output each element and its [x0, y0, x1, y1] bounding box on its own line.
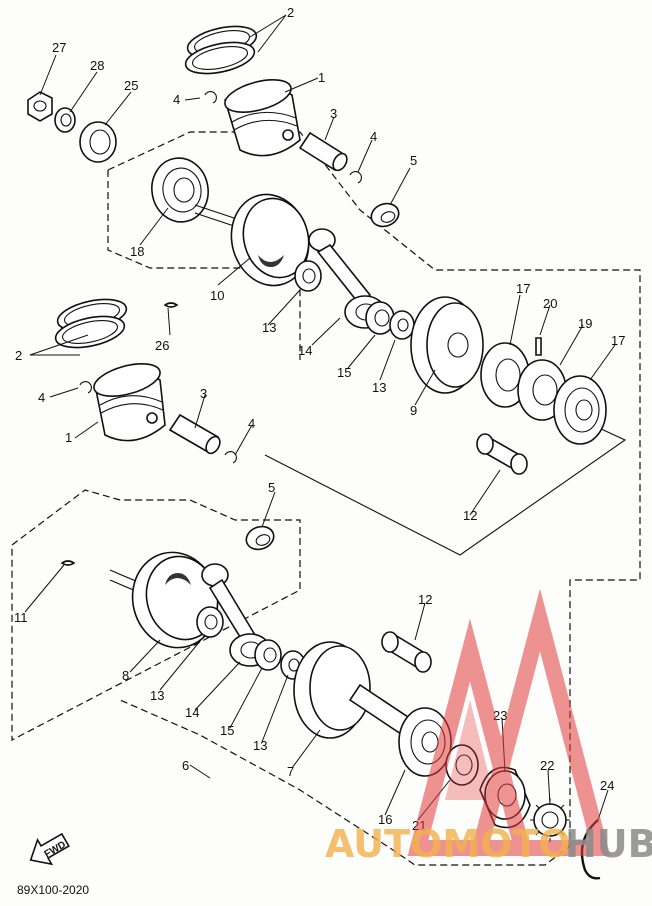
callout-piston-pin-lower: 3 — [200, 386, 207, 401]
callout-labyrinth-seal: 19 — [578, 316, 592, 331]
washer-upper — [54, 107, 76, 133]
crank-wheel-middle — [410, 296, 484, 394]
pin-clip-lower-left — [79, 381, 92, 394]
thrust-washer-upper-2 — [389, 310, 415, 340]
piston-pin-upper — [298, 131, 348, 172]
callout-piston-upper: 1 — [318, 70, 325, 85]
callout-key-upper: 26 — [155, 338, 169, 353]
callout-crankshaft-assy: 6 — [182, 758, 189, 773]
upper-crank-dashed-left — [107, 170, 301, 360]
callout-crank-pin-bearing-upper: 15 — [337, 365, 351, 380]
thrust-washer-upper — [294, 260, 322, 292]
connecting-rod-lower — [201, 563, 271, 667]
callout-connecting-rod-lower: 14 — [185, 705, 199, 720]
callout-thrust-washer-lower: 13 — [150, 688, 164, 703]
callout-crank-wheel-upper: 10 — [210, 288, 224, 303]
callout-crank-wheel-middle: 9 — [410, 403, 417, 418]
callout-piston-lower: 1 — [65, 430, 72, 445]
piston-pin-lower — [168, 413, 221, 455]
key-upper — [163, 302, 179, 308]
callout-bearing-right: 16 — [378, 812, 392, 827]
callout-crank-pin-bearing-lower: 15 — [220, 723, 234, 738]
crank-pin-lower — [381, 631, 432, 673]
piston-rings-upper — [184, 25, 258, 75]
callout-piston-ring-set-upper: 2 — [287, 5, 294, 20]
key-lower — [60, 560, 76, 566]
drawing-code: 89X100-2020 — [17, 883, 89, 897]
callout-center-bearing-right: 17 — [611, 333, 625, 348]
bearing-small-upper — [370, 202, 400, 228]
callout-connecting-rod-upper: 14 — [298, 343, 312, 358]
callout-pin-clip-lower-right: 4 — [248, 416, 255, 431]
crank-pin-middle — [476, 433, 528, 475]
watermark-text-right: HUB — [565, 822, 652, 866]
bearing-small-lower — [245, 525, 275, 551]
callout-piston-pin-upper: 3 — [330, 106, 337, 121]
center-bearing-right — [553, 375, 607, 445]
callout-bearing-small-lower: 5 — [268, 480, 275, 495]
callout-piston-ring-set-lower: 2 — [15, 348, 22, 363]
callout-oil-seal-left: 25 — [124, 78, 138, 93]
thrust-washer-lower — [196, 606, 224, 638]
callout-bearing-left: 18 — [130, 244, 144, 259]
callout-gear: 22 — [540, 758, 554, 773]
callout-thrust-washer-lower-2: 13 — [253, 738, 267, 753]
callout-crank-wheel-lower: 8 — [122, 668, 129, 683]
nut-upper — [27, 91, 53, 122]
callout-key-lower: 11 — [14, 610, 28, 625]
callout-pin-clip-upper-left: 4 — [173, 92, 180, 107]
callout-pin-clip-upper-right: 4 — [370, 129, 377, 144]
leader-lines — [24, 14, 616, 821]
piston-rings-lower — [54, 298, 128, 349]
forward-arrow-icon: FWD — [29, 832, 70, 866]
lower-crank-dashed-outline — [11, 489, 301, 741]
callout-crank-wheel-right: 7 — [287, 764, 294, 779]
bearing-left — [151, 157, 209, 223]
automotohub-watermark — [407, 588, 611, 856]
pin-clip-upper-right — [349, 171, 362, 184]
callout-pin-clip-lower-left: 4 — [38, 390, 45, 405]
callout-crank-pin-lower: 12 — [418, 592, 432, 607]
callout-thrust-washer-upper: 13 — [262, 320, 276, 335]
callout-thrust-washer-upper-2: 13 — [372, 380, 386, 395]
callout-oil-seal-right: 23 — [493, 708, 507, 723]
crank-pin-bearing-lower — [254, 639, 282, 671]
callout-crank-pin-middle: 12 — [463, 508, 477, 523]
oil-seal-left — [79, 121, 117, 163]
piston-lower — [93, 363, 166, 442]
callout-center-bearing-left: 17 — [516, 281, 530, 296]
callout-washer: 28 — [90, 58, 104, 73]
circlip — [580, 819, 601, 880]
crank-wheel-lower — [109, 551, 219, 649]
watermark-text-left: AUTOMOTO — [325, 822, 571, 866]
pin-clip-lower-right — [224, 451, 237, 464]
upper-crank-dashed-outline — [107, 131, 641, 866]
callout-circlip: 24 — [600, 778, 614, 793]
callout-bearing-small-upper: 5 — [410, 153, 417, 168]
crank-wheel-upper — [194, 193, 310, 287]
callout-nut: 27 — [52, 40, 66, 55]
piston-upper — [224, 79, 301, 157]
collar — [535, 337, 542, 356]
callout-collar: 20 — [543, 296, 557, 311]
pin-clip-upper-left — [204, 91, 217, 104]
